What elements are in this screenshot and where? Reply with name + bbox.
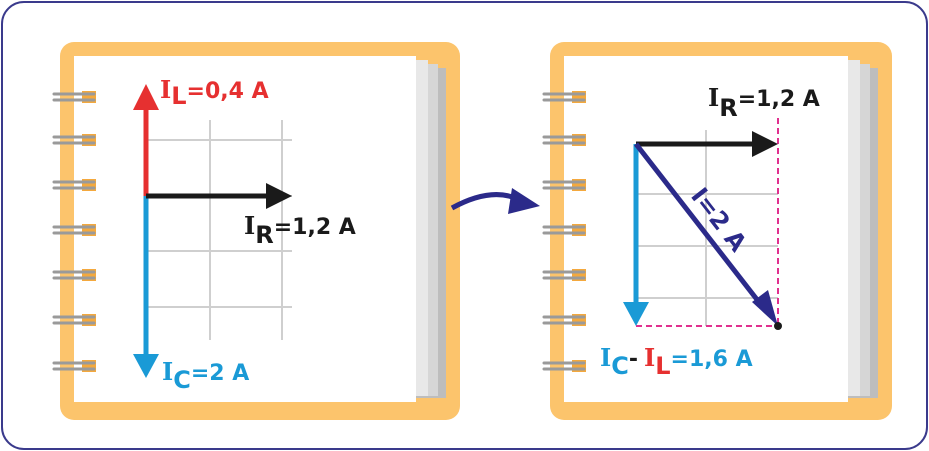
left-vectors xyxy=(133,84,292,378)
right-il-symbol: I xyxy=(644,343,655,372)
curved-arrow-icon xyxy=(450,188,540,214)
left-ic-arrowhead xyxy=(133,354,159,378)
left-il-symbol: I xyxy=(160,75,171,104)
spiral-ring-icon xyxy=(542,91,586,103)
right-notebook xyxy=(542,42,892,420)
right-ic-symbol: I xyxy=(600,343,611,372)
spiral-ring-icon xyxy=(52,314,96,326)
spiral-ring-icon xyxy=(52,360,96,372)
spiral-ring-icon xyxy=(52,224,96,236)
left-ir-value: =1,2 A xyxy=(274,215,356,240)
spiral-ring-icon xyxy=(542,314,586,326)
left-il-subscript: L xyxy=(171,82,186,110)
right-ic-arrowhead xyxy=(623,302,649,326)
right-ir-subscript: R xyxy=(719,94,737,122)
right-i-total-arrowhead xyxy=(752,290,778,326)
right-minus-sign: - xyxy=(629,347,638,372)
left-ir-label: IR=1,2 A xyxy=(244,211,356,249)
right-rings xyxy=(542,91,586,372)
right-ir-symbol: I xyxy=(708,83,719,112)
spiral-ring-icon xyxy=(542,134,586,146)
right-ir-value: =1,2 A xyxy=(738,87,820,112)
left-ic-symbol: I xyxy=(162,357,173,386)
left-il-label: IL=0,4 A xyxy=(160,75,269,110)
right-endpoint-dot xyxy=(774,322,782,330)
left-rings xyxy=(52,91,96,372)
left-page xyxy=(74,56,416,402)
right-ir-label: IR=1,2 A xyxy=(708,83,820,122)
spiral-ring-icon xyxy=(542,224,586,236)
right-i-total-vector xyxy=(634,142,764,308)
right-vectors xyxy=(623,131,782,330)
left-il-value: =0,4 A xyxy=(187,79,269,104)
spiral-ring-icon xyxy=(52,179,96,191)
spiral-ring-icon xyxy=(542,360,586,372)
right-dashed-lines xyxy=(636,118,779,327)
spiral-ring-icon xyxy=(542,179,586,191)
right-ic-subscript: C xyxy=(611,352,629,380)
right-ir-arrowhead xyxy=(752,131,778,157)
spiral-ring-icon xyxy=(52,134,96,146)
spiral-ring-icon xyxy=(52,269,96,281)
left-il-arrowhead xyxy=(133,84,159,110)
left-ic-subscript: C xyxy=(173,366,191,394)
spiral-ring-icon xyxy=(542,269,586,281)
right-il-subscript: L xyxy=(655,352,670,380)
right-bottom-label: IC-IL=1,6 A xyxy=(600,343,753,380)
left-ic-value: =2 A xyxy=(191,361,249,386)
left-ir-subscript: R xyxy=(255,221,273,249)
right-bottom-value: =1,6 A xyxy=(671,347,753,372)
left-ir-arrowhead xyxy=(266,183,292,209)
left-ir-symbol: I xyxy=(244,211,255,240)
left-ic-label: IC=2 A xyxy=(162,357,249,394)
spiral-ring-icon xyxy=(52,91,96,103)
